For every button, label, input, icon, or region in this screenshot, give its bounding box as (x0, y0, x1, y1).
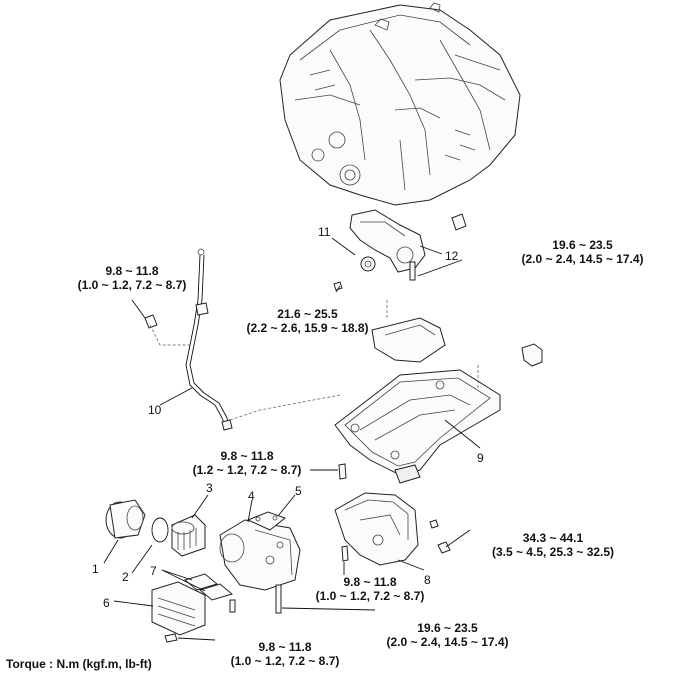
torque-lower-pan-nm: 9.8 ~ 11.8 (343, 575, 397, 589)
housing-bolt (275, 584, 282, 614)
upper-oil-pan-illustration (334, 369, 501, 484)
leader-lines (103, 237, 481, 641)
callout-12: 12 (445, 249, 459, 263)
lower-oil-pan-illustration (334, 492, 419, 566)
torque-oil-pump-bolt-alt: (2.0 ~ 2.4, 14.5 ~ 17.4) (521, 252, 644, 266)
torque-lower-pan-alt: (1.0 ~ 1.2, 7.2 ~ 8.7) (315, 589, 425, 603)
torque-filter-housing-alt: (2.0 ~ 2.4, 14.5 ~ 17.4) (386, 635, 509, 649)
callout-6: 6 (103, 596, 110, 610)
torque-drain-plug-nm: 34.3 ~ 44.1 (522, 531, 584, 545)
engine-block-illustration (279, 2, 521, 206)
housing-gasket (246, 511, 287, 531)
baffle-plate (371, 317, 446, 363)
oil-pump-assembly (349, 209, 467, 281)
lower-pan-bolt (341, 545, 349, 562)
oil-cooler (151, 581, 206, 636)
torque-upper-pan-alt: (1.2 ~ 1.2, 7.2 ~ 8.7) (192, 463, 302, 477)
callout-9: 9 (477, 451, 484, 465)
callout-1: 1 (92, 562, 99, 576)
oil-filter-cap (105, 499, 146, 539)
torque-dipstick-nm: 9.8 ~ 11.8 (105, 264, 159, 278)
torque-oil-pump-bolt: 19.6 ~ 23.5 (2.0 ~ 2.4, 14.5 ~ 17.4) (505, 238, 660, 266)
o-ring (151, 517, 169, 543)
cooler-bolt (164, 633, 178, 643)
torque-filter-housing: 19.6 ~ 23.5 (2.0 ~ 2.4, 14.5 ~ 17.4) (370, 621, 525, 649)
drain-gasket (429, 519, 439, 529)
torque-filter-housing-nm: 19.6 ~ 23.5 (417, 621, 478, 635)
callout-10: 10 (148, 403, 162, 417)
torque-cooler: 9.8 ~ 11.8 (1.0 ~ 1.2, 7.2 ~ 8.7) (210, 640, 360, 668)
chain-sprocket (360, 256, 376, 272)
callout-5: 5 (295, 484, 302, 498)
torque-upper-pan-nm: 9.8 ~ 11.8 (220, 449, 274, 463)
pump-bolt (333, 281, 343, 291)
callout-4: 4 (248, 489, 255, 503)
torque-cooler-alt: (1.0 ~ 1.2, 7.2 ~ 8.7) (230, 654, 340, 668)
torque-drain-plug: 34.3 ~ 44.1 (3.5 ~ 4.5, 25.3 ~ 32.5) (473, 531, 633, 559)
torque-upper-pan: 9.8 ~ 11.8 (1.2 ~ 1.2, 7.2 ~ 8.7) (172, 449, 322, 477)
oil-level-gauge-tube (185, 248, 233, 431)
callout-11: 11 (318, 225, 331, 239)
oil-filter-housing (219, 519, 301, 591)
torque-oil-pump-bolt-nm: 19.6 ~ 23.5 (552, 238, 613, 252)
callout-2: 2 (122, 570, 129, 584)
torque-dipstick: 9.8 ~ 11.8 (1.0 ~ 1.2, 7.2 ~ 8.7) (52, 264, 212, 292)
torque-chain-guide-alt: (2.2 ~ 2.6, 15.9 ~ 18.8) (246, 321, 369, 335)
torque-chain-guide: 21.6 ~ 25.5 (2.2 ~ 2.6, 15.9 ~ 18.8) (225, 307, 390, 335)
callout-7: 7 (150, 564, 157, 578)
torque-lower-pan: 9.8 ~ 11.8 (1.0 ~ 1.2, 7.2 ~ 8.7) (295, 575, 445, 603)
torque-cooler-nm: 9.8 ~ 11.8 (258, 640, 312, 654)
torque-dipstick-alt: (1.0 ~ 1.2, 7.2 ~ 8.7) (77, 278, 187, 292)
oil-cooler-pipe (521, 343, 543, 367)
housing-stud (229, 599, 236, 613)
torque-drain-plug-alt: (3.5 ~ 4.5, 25.3 ~ 32.5) (491, 545, 615, 559)
upper-pan-bolt (338, 463, 347, 480)
oil-filter-element (171, 514, 206, 557)
dipstick-bolt (144, 314, 158, 329)
cooler-gaskets (183, 573, 234, 601)
callout-8: 8 (424, 573, 431, 587)
drain-plug (437, 541, 451, 554)
torque-chain-guide-nm: 21.6 ~ 25.5 (277, 307, 338, 321)
callout-3: 3 (206, 481, 213, 495)
torque-units-footer: Torque : N.m (kgf.m, lb-ft) (6, 657, 152, 671)
